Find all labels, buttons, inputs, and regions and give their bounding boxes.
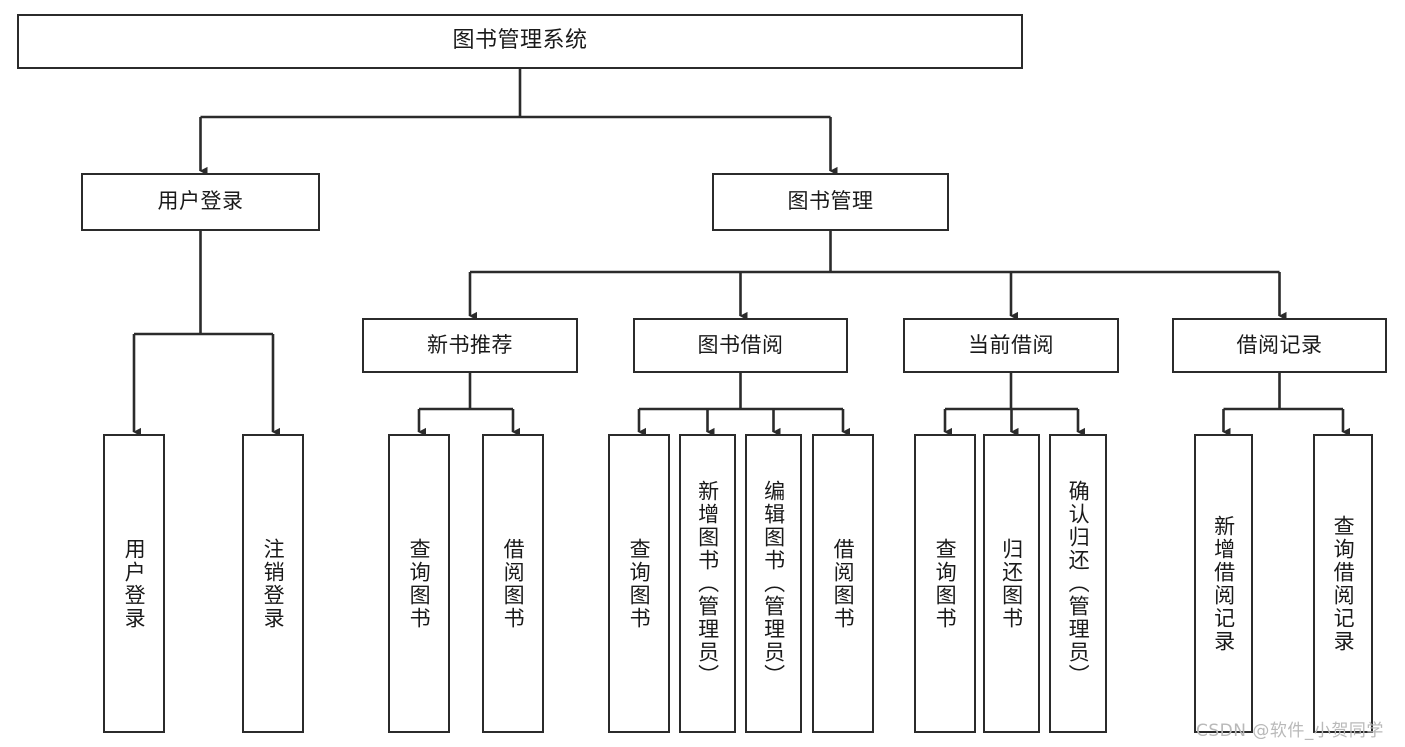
node-label-current-borrow: 当前借阅 — [968, 332, 1054, 357]
node-label-book-borrow: 图书借阅 — [697, 332, 784, 357]
node-leaf-user-login[interactable]: 用户登录 — [103, 434, 165, 733]
node-label-leaf-logout: 注销登录 — [261, 537, 286, 630]
node-leaf-add-book[interactable]: 新增图书（管理员） — [679, 434, 736, 733]
node-label-leaf-query-book-3: 查询图书 — [933, 537, 958, 630]
node-leaf-query-book-1[interactable]: 查询图书 — [388, 434, 450, 733]
node-leaf-add-record[interactable]: 新增借阅记录 — [1194, 434, 1253, 733]
csdn-watermark: CSDN @软件_小贺同学 — [1196, 721, 1384, 741]
node-label-leaf-add-record: 新增借阅记录 — [1211, 514, 1236, 653]
node-book-manage[interactable]: 图书管理 — [712, 173, 949, 231]
node-label-new-book-recommend: 新书推荐 — [427, 332, 513, 357]
node-label-leaf-query-book-1: 查询图书 — [407, 537, 432, 630]
node-leaf-return-book[interactable]: 归还图书 — [983, 434, 1040, 733]
node-label-leaf-user-login: 用户登录 — [122, 537, 147, 630]
edge-group — [132, 69, 1350, 437]
node-label-leaf-borrow-book-1: 借阅图书 — [501, 537, 526, 630]
node-label-leaf-query-book-2: 查询图书 — [627, 537, 652, 630]
node-user-login[interactable]: 用户登录 — [81, 173, 320, 231]
node-label-book-manage: 图书管理 — [787, 189, 874, 214]
node-leaf-confirm-return[interactable]: 确认归还（管理员） — [1049, 434, 1107, 733]
node-label-leaf-confirm-return: 确认归还（管理员） — [1066, 480, 1091, 687]
node-new-book-recommend[interactable]: 新书推荐 — [362, 318, 578, 373]
node-label-borrow-record: 借阅记录 — [1236, 332, 1323, 357]
node-leaf-edit-book[interactable]: 编辑图书（管理员） — [745, 434, 802, 733]
node-book-borrow[interactable]: 图书借阅 — [633, 318, 848, 373]
node-leaf-query-book-3[interactable]: 查询图书 — [914, 434, 976, 733]
node-label-leaf-add-book: 新增图书（管理员） — [695, 480, 720, 687]
node-label-leaf-query-record: 查询借阅记录 — [1331, 514, 1356, 653]
node-label-user-login: 用户登录 — [157, 189, 244, 214]
node-leaf-borrow-book-1[interactable]: 借阅图书 — [482, 434, 544, 733]
node-leaf-logout[interactable]: 注销登录 — [242, 434, 304, 733]
node-borrow-record[interactable]: 借阅记录 — [1172, 318, 1387, 373]
node-leaf-query-book-2[interactable]: 查询图书 — [608, 434, 670, 733]
node-label-root: 图书管理系统 — [452, 28, 588, 54]
node-leaf-query-record[interactable]: 查询借阅记录 — [1313, 434, 1373, 733]
node-leaf-borrow-book-2[interactable]: 借阅图书 — [812, 434, 874, 733]
node-label-leaf-return-book: 归还图书 — [999, 537, 1024, 630]
node-label-leaf-borrow-book-2: 借阅图书 — [831, 537, 856, 630]
node-current-borrow[interactable]: 当前借阅 — [903, 318, 1119, 373]
node-label-leaf-edit-book: 编辑图书（管理员） — [761, 480, 786, 687]
node-root[interactable]: 图书管理系统 — [17, 14, 1023, 69]
